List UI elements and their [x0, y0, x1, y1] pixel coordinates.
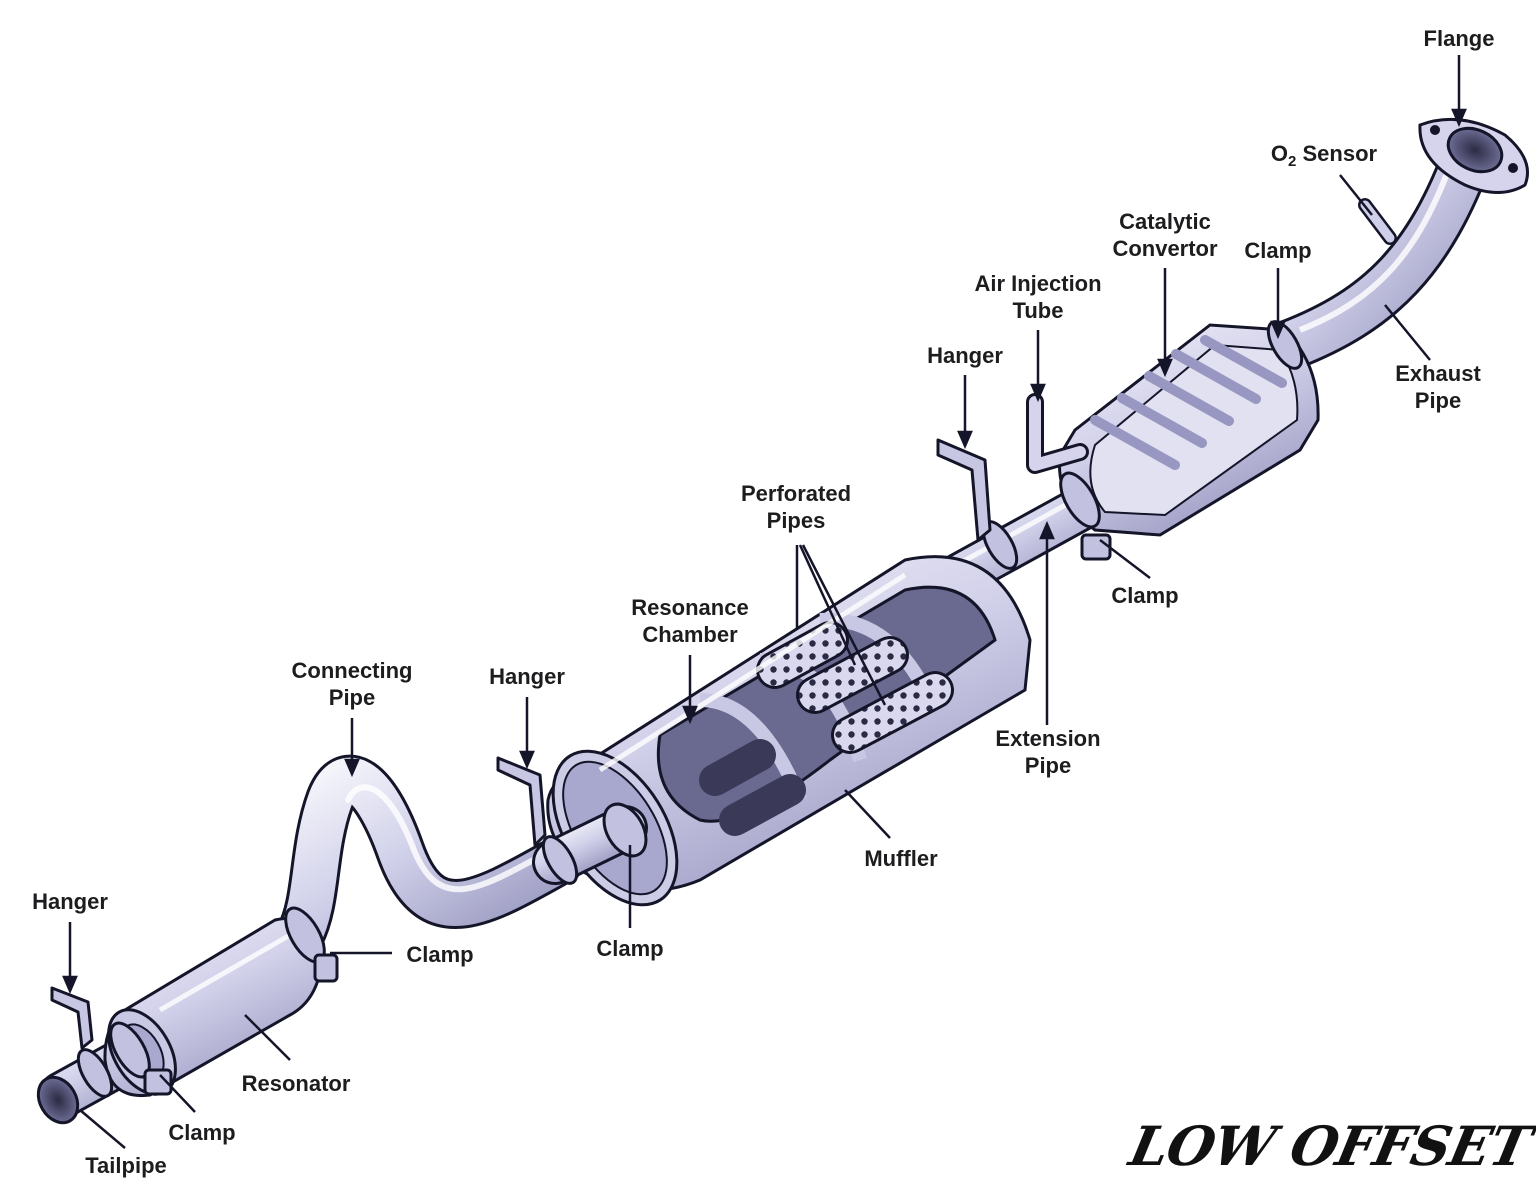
connecting-pipe	[275, 754, 585, 960]
label-clamp-cat-front: Clamp	[1244, 238, 1312, 263]
label-air-injection-line2: Tube	[1012, 298, 1064, 323]
label-tailpipe: Tailpipe	[85, 1153, 167, 1178]
label-muffler: Muffler	[864, 846, 938, 871]
perforated-pipe-2	[796, 636, 909, 714]
clamp-cat-rear-bracket	[1080, 533, 1112, 561]
hangers	[50, 438, 992, 1050]
clamp-resonator-rear-bracket	[143, 1068, 173, 1096]
hanger-middle	[496, 756, 547, 847]
air-injection-tube	[1026, 393, 1089, 474]
leader-lines	[62, 55, 1467, 1149]
hanger-top	[936, 438, 992, 542]
label-clamp-cat-rear: Clamp	[1111, 583, 1179, 608]
label-o2-sensor-sub: 2	[1288, 153, 1297, 170]
label-catalytic-line1: Catalytic	[1119, 209, 1211, 234]
label-extension-pipe: Extension Pipe	[983, 725, 1113, 779]
label-connecting-line1: Connecting	[291, 658, 413, 683]
label-hanger-top: Hanger	[927, 343, 1003, 368]
clamp-tailpipe	[76, 1048, 114, 1098]
label-perforated-line1: Perforated	[740, 481, 852, 506]
label-clamp-resonator-rear: Clamp	[168, 1120, 236, 1145]
label-o2-sensor-rest: Sensor	[1302, 141, 1378, 166]
label-air-injection-line1: Air Injection	[974, 271, 1102, 296]
label-hanger-middle: Hanger	[489, 664, 565, 689]
flange	[1418, 117, 1529, 194]
label-hanger-left: Hanger	[32, 889, 108, 914]
label-resonance-chamber: Resonance Chamber	[618, 594, 762, 648]
label-resonance-line2: Chamber	[642, 622, 738, 647]
label-extension-line1: Extension	[995, 726, 1101, 751]
label-catalytic-line2: Convertor	[1112, 236, 1218, 261]
clamp-muffler	[602, 802, 648, 858]
label-exhaust-line2: Pipe	[1414, 388, 1462, 413]
label-connecting-line2: Pipe	[328, 685, 376, 710]
label-exhaust-pipe: Exhaust Pipe	[1385, 360, 1491, 414]
perforated-pipe-3	[831, 671, 954, 754]
label-flange: Flange	[1423, 26, 1495, 51]
label-connecting-pipe: Connecting Pipe	[278, 657, 426, 711]
label-air-injection-tube: Air Injection Tube	[960, 270, 1116, 324]
clamp-resonator-front-bracket	[313, 953, 339, 983]
hanger-left	[50, 986, 94, 1050]
clamp-cat-rear	[1059, 471, 1101, 529]
clamp-connecting-front	[541, 835, 579, 885]
label-resonance-line1: Resonance	[631, 595, 749, 620]
label-o2-sensor: O2 Sensor	[1258, 140, 1390, 175]
label-catalytic-convertor: Catalytic Convertor	[1095, 208, 1235, 262]
low-offset-logo: LOW OFFSET	[1124, 1114, 1536, 1178]
label-perforated-pipes: Perforated Pipes	[728, 480, 864, 534]
label-o2-sensor-o: O	[1270, 141, 1289, 166]
label-exhaust-line1: Exhaust	[1395, 361, 1481, 386]
label-clamp-muffler: Clamp	[596, 936, 664, 961]
perforated-pipe-1	[756, 621, 849, 689]
label-resonator: Resonator	[241, 1071, 351, 1096]
muffler	[546, 555, 1032, 907]
label-perforated-line2: Pipes	[766, 508, 826, 533]
tailpipe-opening	[36, 1075, 80, 1125]
label-clamp-resonator-front: Clamp	[406, 942, 474, 967]
exhaust-pipe	[1264, 124, 1496, 371]
label-extension-line2: Pipe	[1024, 753, 1072, 778]
